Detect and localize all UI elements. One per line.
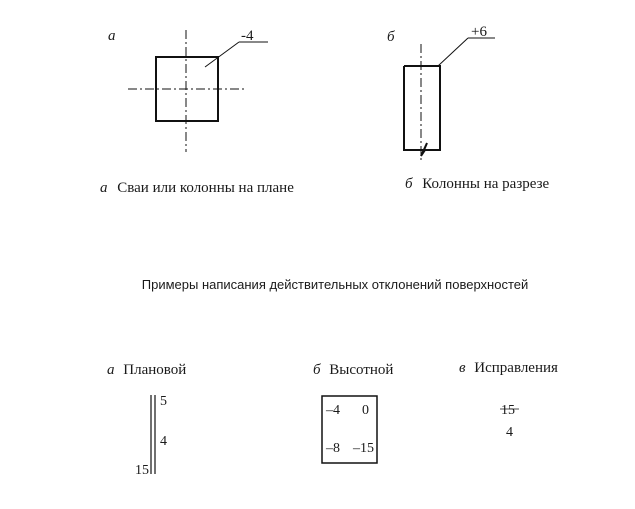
pile-plan-panel: а -4 <box>108 28 268 152</box>
caption-b-letter: б <box>405 176 413 192</box>
height-frame <box>321 395 378 464</box>
height-value-bottom-left: –8 <box>325 441 340 456</box>
column-section-letter: б <box>387 29 395 45</box>
pile-plan-letter: а <box>108 28 116 44</box>
deviation-value-a: -4 <box>241 28 254 44</box>
column-section-panel: б +6 <box>387 24 495 160</box>
planned-letter: а <box>107 362 115 378</box>
height-value-top-right: 0 <box>362 403 369 418</box>
correction-panel: в Исправления 15 4 <box>459 360 558 440</box>
correction-label-text: Исправления <box>474 360 558 376</box>
planned-label: а Плановой <box>107 362 186 378</box>
caption-a-letter: а <box>100 180 108 196</box>
caption-a-text: Сваи или колонны на плане <box>117 180 294 196</box>
height-deviation-panel: б Высотной –4 0 –8 –15 <box>313 362 393 464</box>
planned-label-text: Плановой <box>123 362 186 378</box>
planned-value-bottom: 15 <box>135 463 149 478</box>
caption-b-text: Колонны на разрезе <box>422 176 549 192</box>
section-title: Примеры написания действительных отклоне… <box>142 277 529 292</box>
pile-square <box>155 56 219 122</box>
planned-value-mid: 4 <box>160 434 167 449</box>
leader-line-b <box>437 37 469 67</box>
column-outline <box>403 65 441 157</box>
correction-label: в Исправления <box>459 360 558 376</box>
height-label: б Высотной <box>313 362 393 378</box>
correction-letter: в <box>459 360 466 376</box>
correction-struck-value: 15 <box>501 403 515 418</box>
deviation-value-b: +6 <box>471 24 487 40</box>
height-value-bottom-right: –15 <box>352 441 374 456</box>
planned-value-top: 5 <box>160 394 167 409</box>
planned-deviation-panel: а Плановой 5 4 15 <box>107 362 186 478</box>
height-label-text: Высотной <box>329 362 393 378</box>
leader-line-a <box>204 41 240 68</box>
caption-a: а Сваи или колонны на плане <box>100 180 294 196</box>
height-letter: б <box>313 362 321 378</box>
correction-new-value: 4 <box>506 425 513 440</box>
caption-b: б Колонны на разрезе <box>405 176 550 192</box>
height-value-top-left: –4 <box>325 403 340 418</box>
